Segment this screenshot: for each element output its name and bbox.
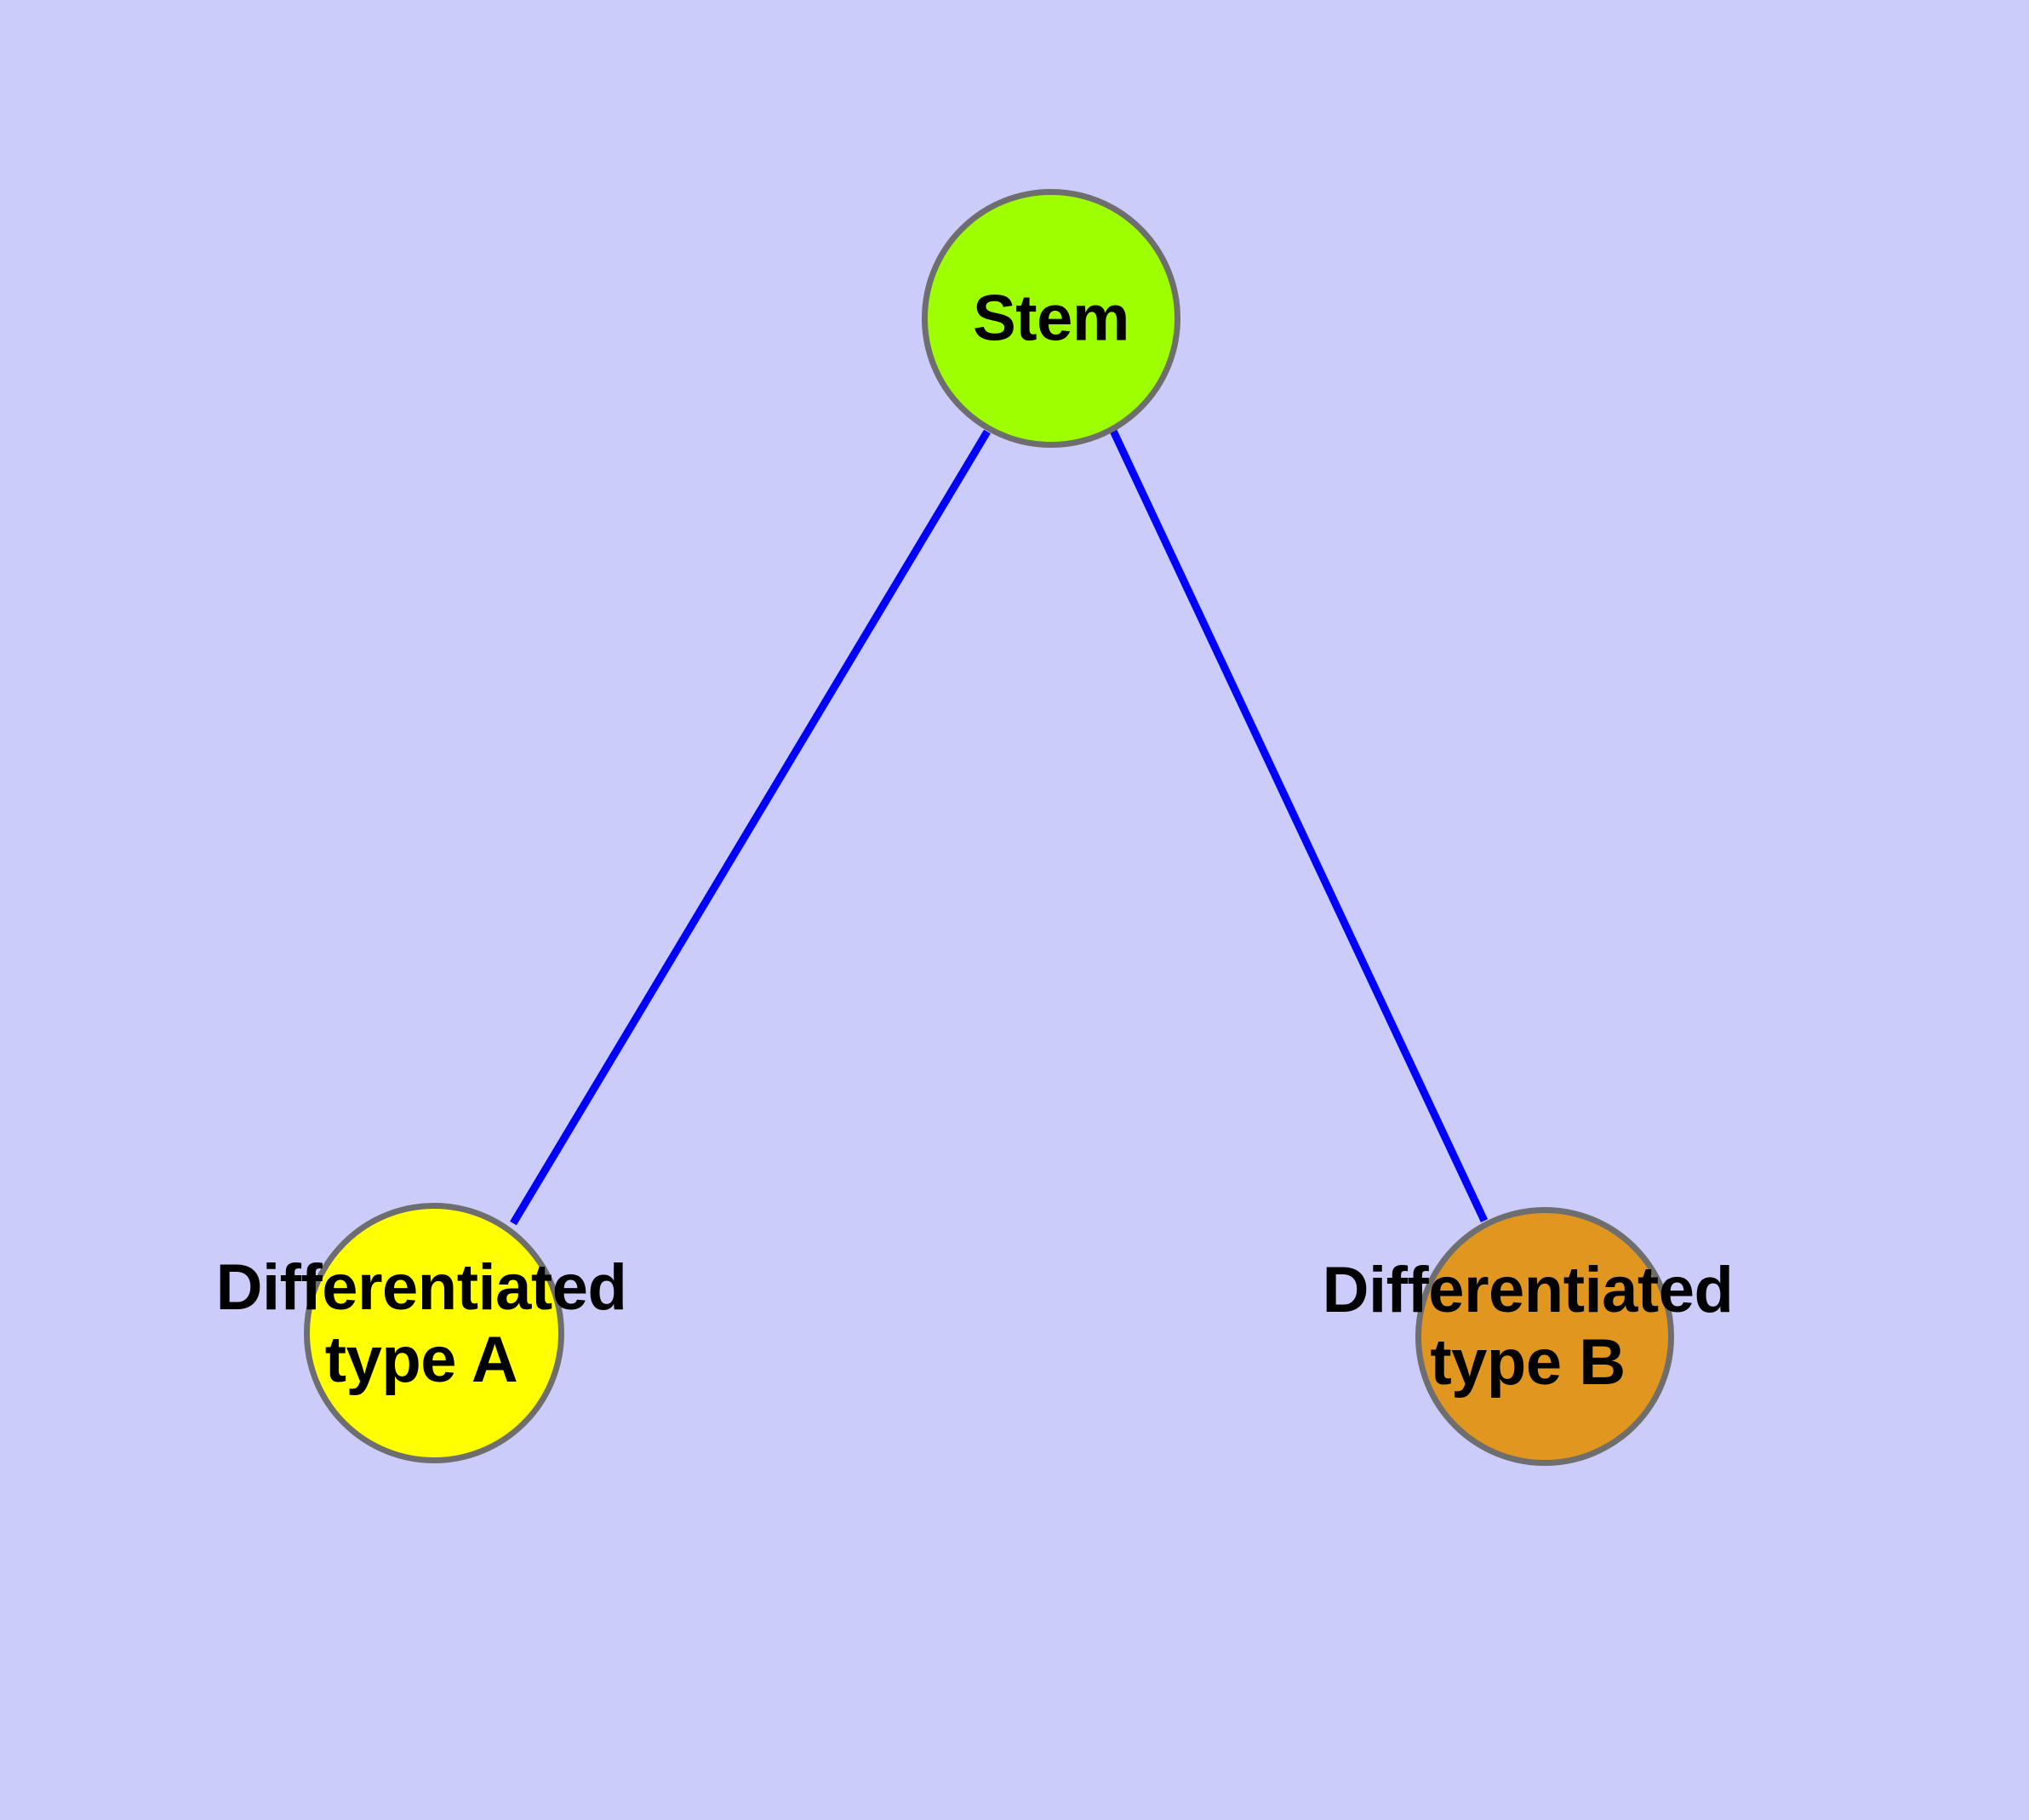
edge-layer [510,429,1489,1226]
edge-stem-to-diff-b[interactable] [1109,429,1489,1222]
node-differentiated-type-b[interactable] [1415,1207,1674,1466]
node-layer [304,189,1674,1466]
edge-stem-to-diff-a[interactable] [510,429,991,1226]
node-stem[interactable] [922,189,1180,448]
node-differentiated-type-a[interactable] [304,1203,564,1463]
